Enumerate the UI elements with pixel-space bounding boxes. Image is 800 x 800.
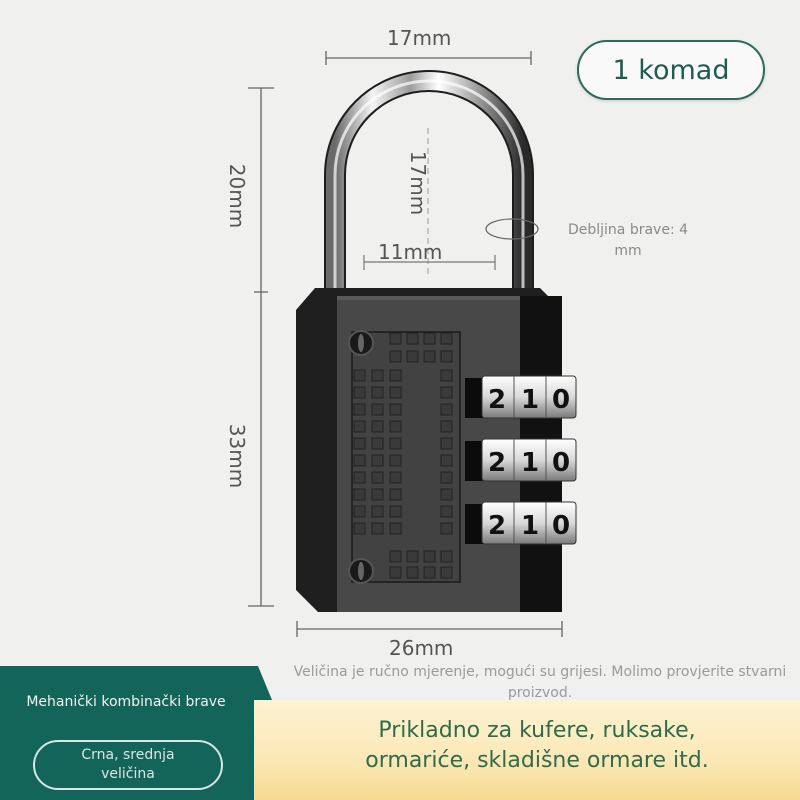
dimension-shackle-inner-width: 11mm <box>378 240 443 264</box>
dimension-top-width: 17mm <box>387 26 452 50</box>
dial-2-digit-1: 2 <box>488 448 506 478</box>
dial-3-digit-1: 2 <box>488 511 506 541</box>
dial-3-digit-2: 1 <box>521 511 539 541</box>
dial-1-digit-2: 1 <box>521 385 539 415</box>
combination-dial-1[interactable] <box>465 375 577 419</box>
dimension-line-top <box>325 51 532 65</box>
dial-3-digit-3: 0 <box>552 511 570 541</box>
variant-line-2: veličina <box>101 766 155 782</box>
thickness-line-2: mm <box>614 243 642 259</box>
dial-1-digit-3: 0 <box>552 385 570 415</box>
shackle <box>324 70 534 300</box>
combination-dial-2[interactable] <box>465 438 577 482</box>
dimension-body-width: 26mm <box>389 636 454 660</box>
lock-body <box>296 288 562 612</box>
product-name: Mehanički kombinački brave <box>26 694 226 710</box>
thickness-marker <box>485 218 539 240</box>
dimension-body-height: 33mm <box>225 423 249 489</box>
measurement-disclaimer: Veličina je ručno mjerenje, mogući su gr… <box>293 664 787 701</box>
thickness-line-1: Debljina brave: 4 <box>567 222 689 238</box>
usage-text: Prikladno za kufere, ruksake, ormariće, … <box>254 716 800 776</box>
combination-dial-3[interactable] <box>465 501 577 545</box>
dimension-line-bottom <box>296 621 563 637</box>
dimension-line-inner <box>363 128 496 278</box>
dial-2-digit-2: 1 <box>521 448 539 478</box>
usage-line-2: ormariće, skladišne ormare itd. <box>365 748 709 773</box>
dimension-line-left <box>248 87 274 607</box>
usage-line-1: Prikladno za kufere, ruksake, <box>378 718 696 743</box>
variant-pill: Crna, srednja veličina <box>33 740 223 790</box>
dial-1-digit-1: 2 <box>488 385 506 415</box>
quantity-badge: 1 komad <box>577 40 765 100</box>
dimension-shackle-height: 20mm <box>225 163 249 229</box>
usage-panel <box>254 700 800 800</box>
shackle-thickness-note: Debljina brave: 4 mm <box>548 220 708 262</box>
dimension-shackle-inner-height: 17mm <box>406 150 430 216</box>
dial-2-digit-3: 0 <box>552 448 570 478</box>
variant-line-1: Crna, srednja <box>81 747 175 763</box>
